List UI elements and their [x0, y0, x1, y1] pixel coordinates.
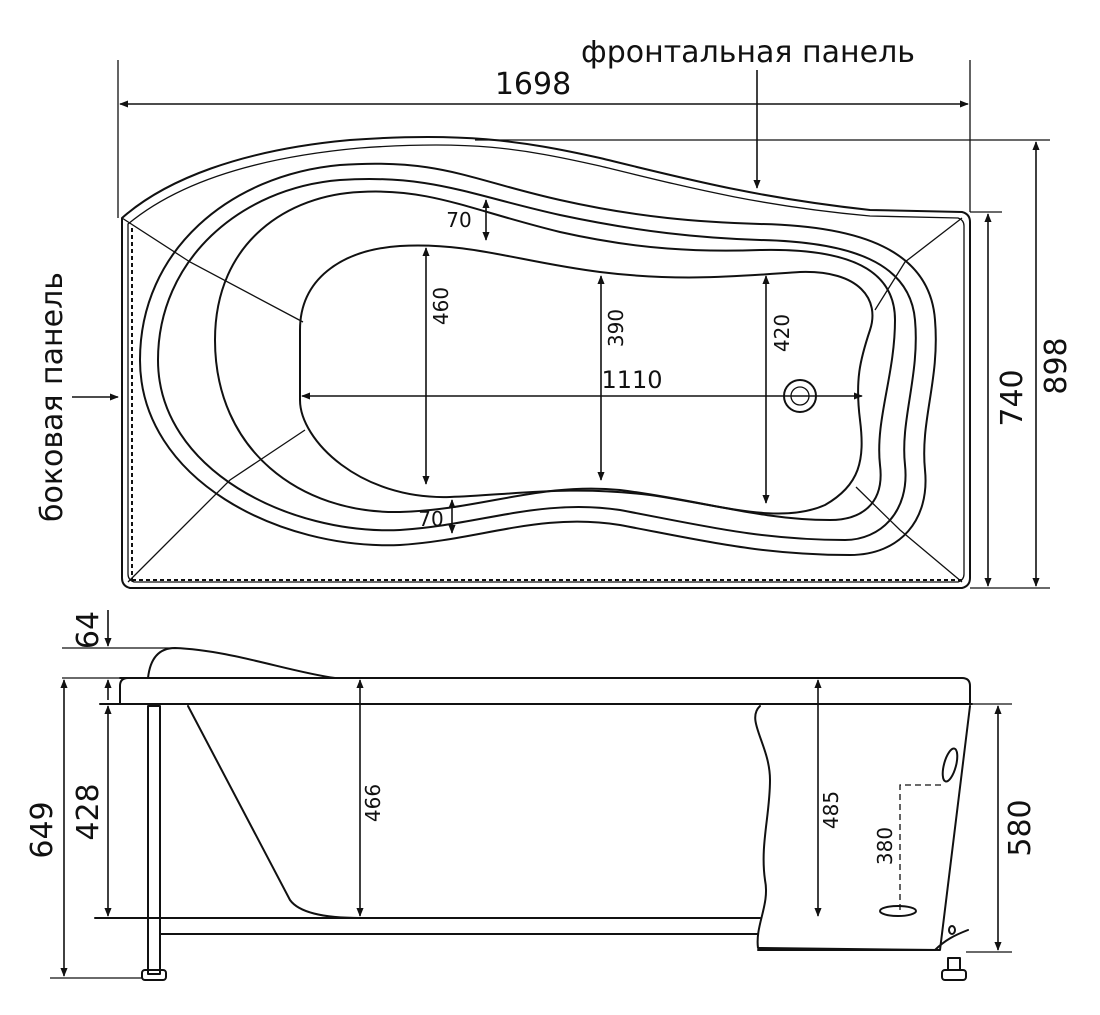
corner-line-tl [121, 217, 304, 323]
bowl-floor-contour [299, 244, 874, 515]
dim-label-70-bottom: 70 [418, 507, 443, 531]
side-rim-outline [119, 677, 971, 705]
top-view: 1698 фронтальная панель боковая панель 8… [35, 35, 1074, 589]
bowl-outer-contour [139, 162, 937, 556]
bowl-third-contour [214, 190, 896, 521]
corner-line-bl [127, 429, 306, 583]
overflow-hole [941, 747, 959, 783]
corner-line-br [855, 486, 963, 583]
foot-right [941, 969, 967, 981]
dim-label-580: 580 [1003, 799, 1038, 856]
dim-label-466: 466 [361, 784, 385, 822]
dim-label-740: 740 [995, 369, 1030, 426]
basin-slope [187, 705, 361, 919]
dim-label-380: 380 [873, 827, 897, 865]
dim-label-1110: 1110 [601, 366, 662, 394]
leg-left [147, 705, 161, 975]
dim-label-898: 898 [1039, 337, 1074, 394]
corner-line-tr [874, 217, 963, 311]
dim-label-70-top: 70 [446, 208, 471, 232]
bolt-circle [948, 925, 956, 935]
front-panel-label: фронтальная панель [581, 35, 915, 70]
dim-label-649: 649 [25, 801, 60, 858]
drain-pipe-dashed [899, 784, 944, 910]
side-view: 64 649 428 466 485 380 580 [25, 610, 1038, 981]
dim-label-485: 485 [819, 791, 843, 829]
dim-label-64: 64 [71, 611, 106, 649]
drain-outlet [879, 905, 917, 917]
tub-outer-outline [121, 135, 971, 589]
panel-cutaway [754, 705, 971, 951]
dim-label-390: 390 [604, 309, 628, 347]
dim-label-460: 460 [429, 287, 453, 325]
bowl-second-contour [157, 177, 917, 541]
tub-rim-line [127, 144, 965, 583]
dim-label-1698: 1698 [495, 67, 571, 102]
dim-label-420: 420 [770, 314, 794, 352]
foot-left [141, 969, 167, 981]
dim-label-428: 428 [71, 783, 106, 840]
side-panel-label: боковая панель [35, 272, 70, 522]
headrest-profile [119, 647, 336, 679]
